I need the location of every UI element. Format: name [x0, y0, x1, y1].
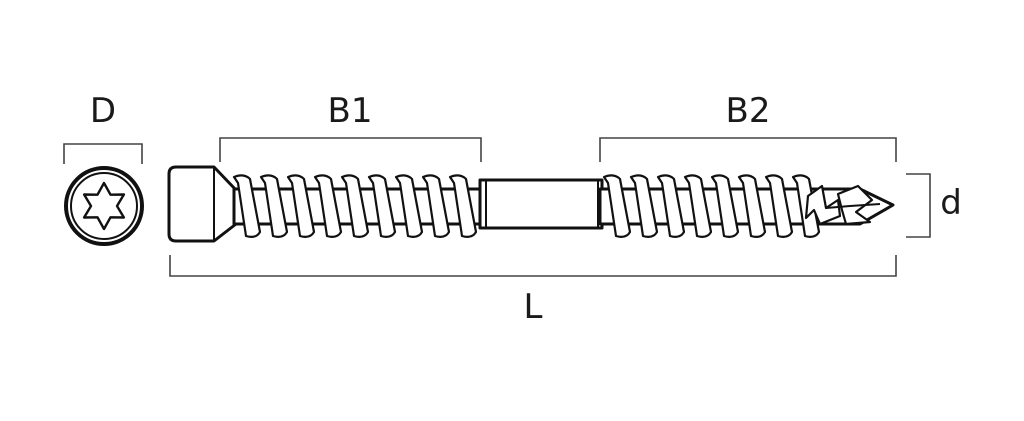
thread-flight: [232, 174, 262, 238]
thread-flight: [764, 174, 794, 238]
dimension-bracket-D: [63, 143, 143, 164]
smooth-shank: [478, 178, 604, 230]
thread-flight: [421, 174, 451, 238]
torx-drive-icon: [82, 181, 126, 231]
dimension-bracket-B1: [219, 137, 482, 162]
thread-flight: [340, 174, 370, 238]
head-inner-ring: [70, 172, 138, 240]
head-end-view: D: [63, 91, 144, 246]
label-d: d: [940, 183, 962, 223]
thread-flight: [602, 174, 632, 238]
thread-flight: [629, 174, 659, 238]
thread-flight: [710, 174, 740, 238]
dimension-bracket-d: [906, 173, 931, 238]
label-B1: B1: [328, 91, 373, 131]
screw-head: [167, 165, 238, 243]
thread-flight: [259, 174, 289, 238]
label-B2: B2: [726, 91, 771, 131]
thread-flight: [286, 174, 316, 238]
thread-flight: [367, 174, 397, 238]
dimension-bracket-B2: [599, 137, 897, 162]
thread-flight: [313, 174, 343, 238]
screw-side-view: [167, 165, 895, 243]
label-L: L: [524, 287, 543, 327]
thread-flight: [683, 174, 713, 238]
thread-b1: [232, 174, 478, 238]
label-D: D: [90, 91, 116, 131]
thread-flight: [394, 174, 424, 238]
thread-flight: [448, 174, 478, 238]
thread-b2: [602, 174, 821, 238]
tip-cutter: [804, 184, 881, 226]
thread-flight: [737, 174, 767, 238]
thread-flight: [656, 174, 686, 238]
dimension-bracket-L: [169, 255, 897, 277]
